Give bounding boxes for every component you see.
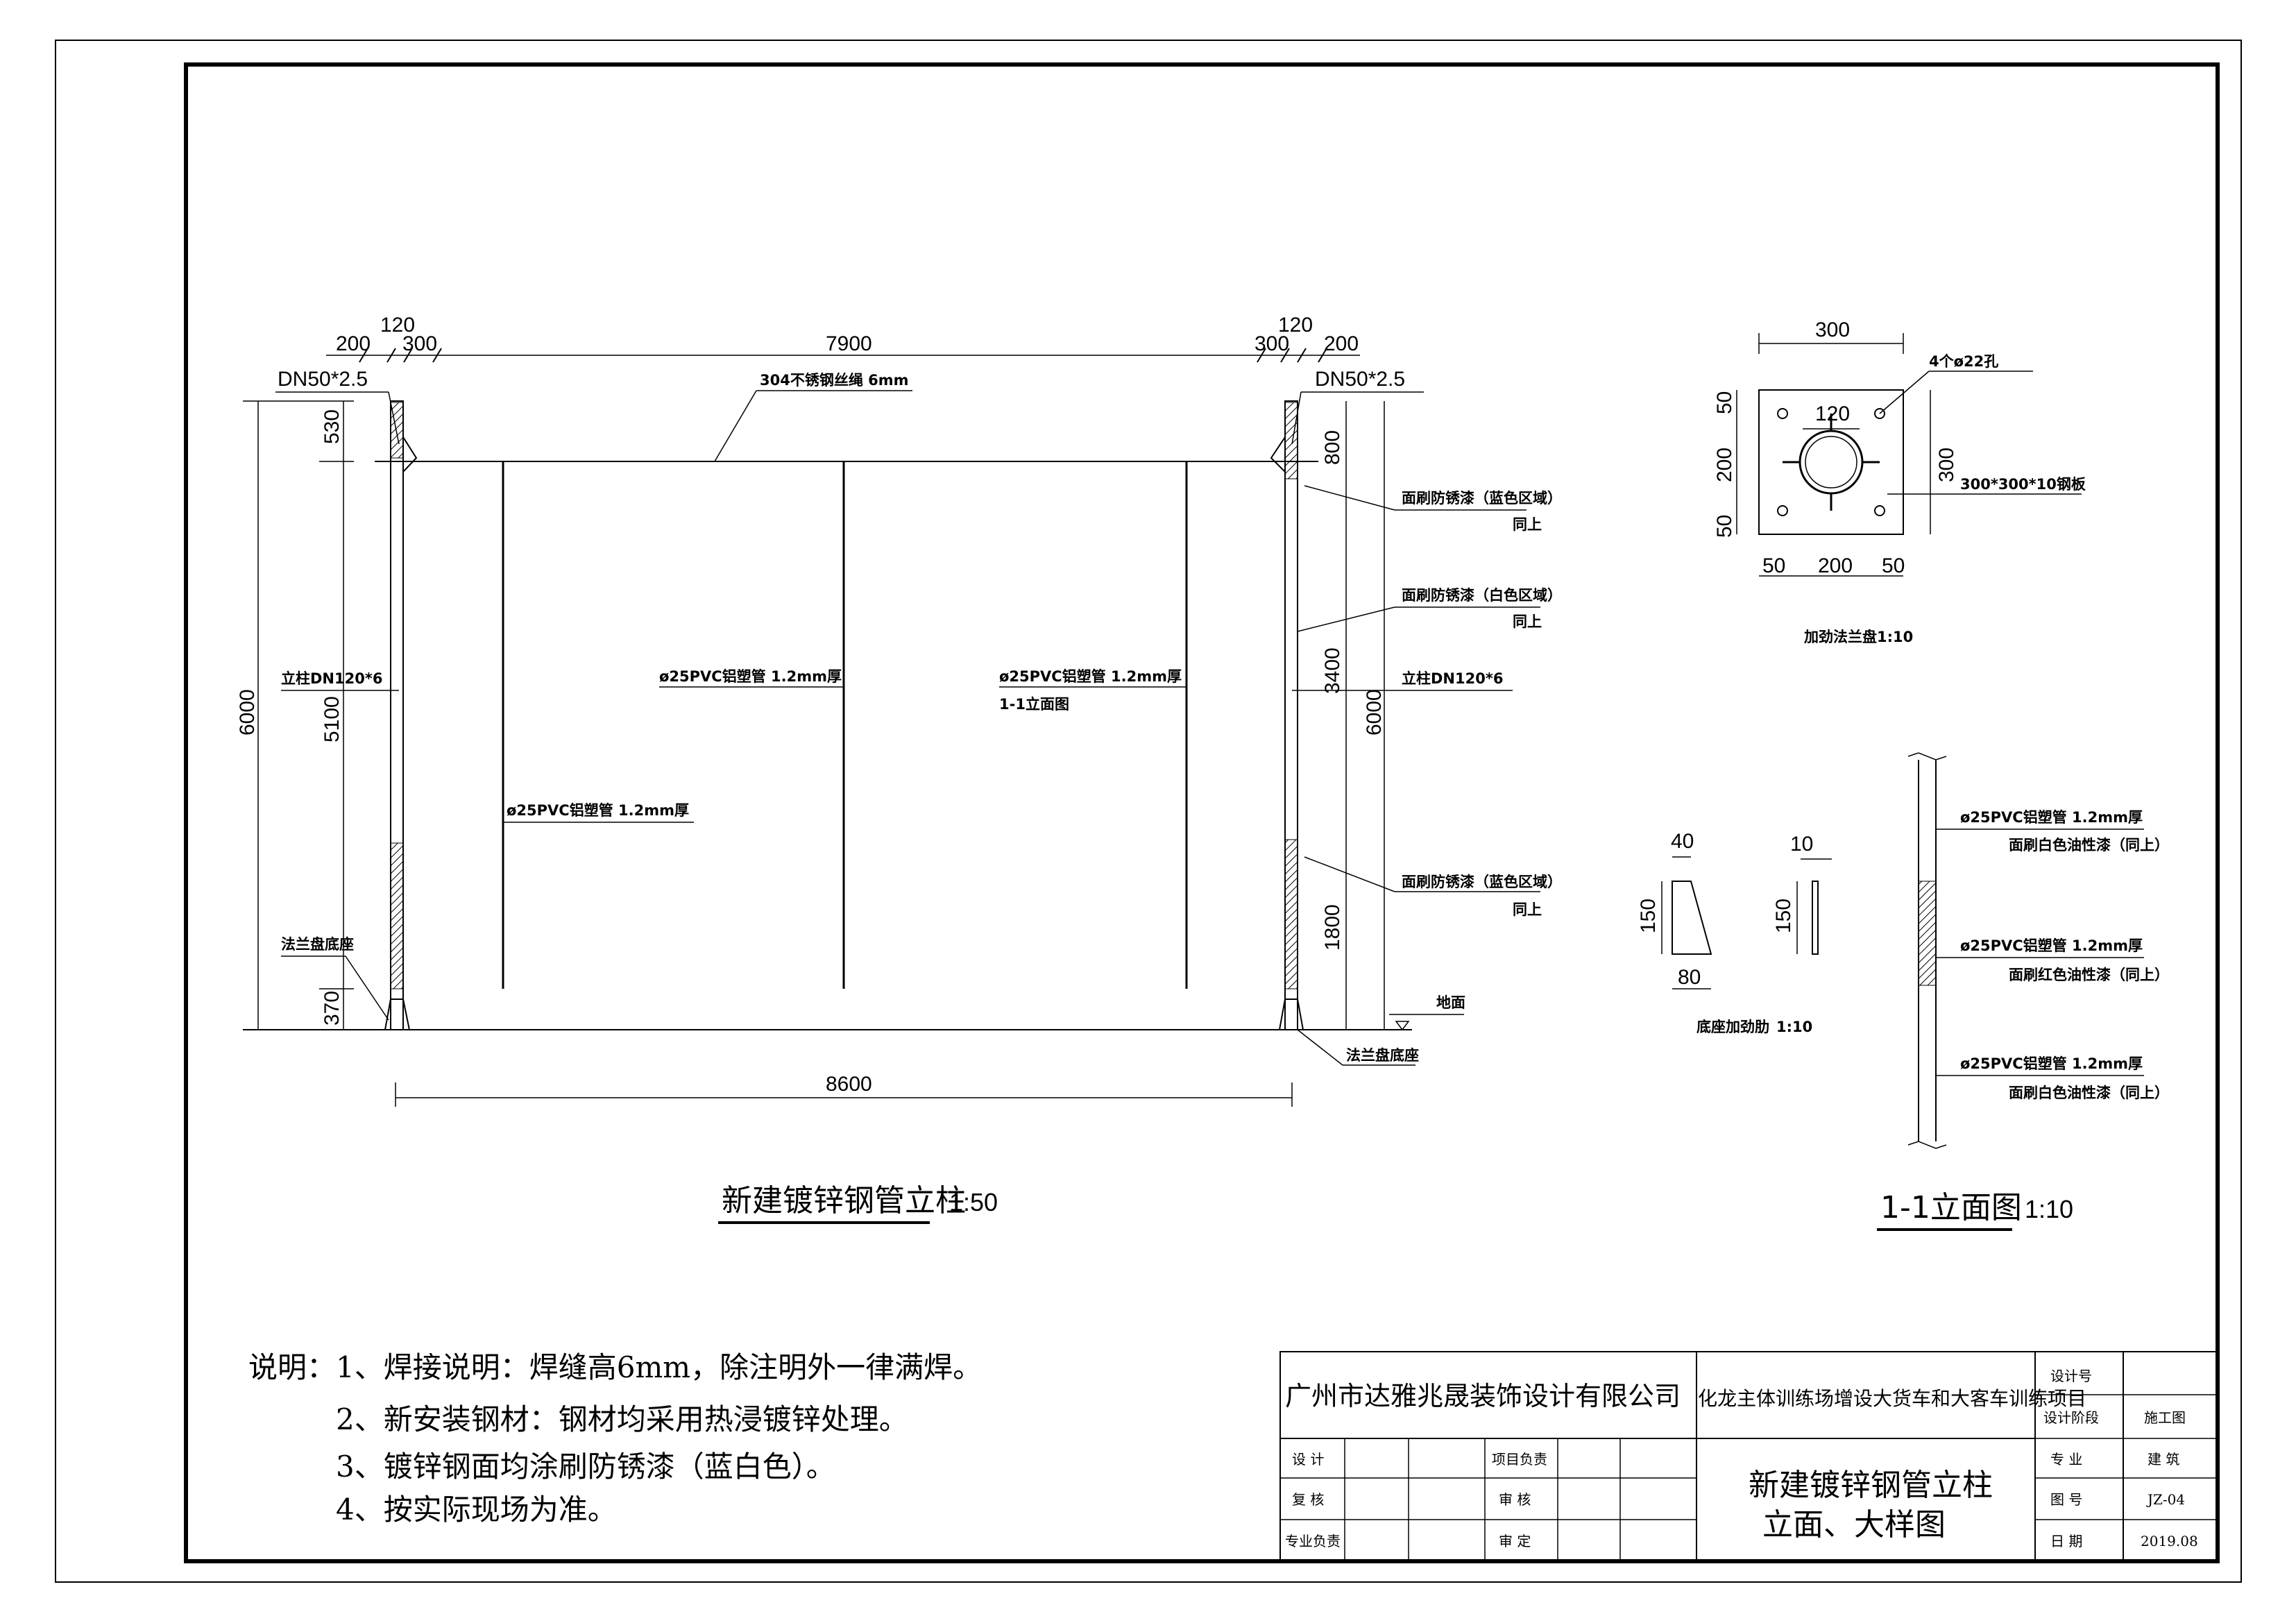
tb-meta-value-2: 施工图 — [2144, 1409, 2186, 1426]
flange-dim-right: 300 — [1935, 448, 1958, 482]
label-flange-right: 法兰盘底座 — [1346, 1047, 1419, 1064]
dim-left-3: 370 — [321, 991, 343, 1026]
label-ground: 地面 — [1436, 994, 1465, 1011]
tb-meta-label-5: 日 期 — [2050, 1533, 2082, 1549]
label-pipe-right: DN50*2.5 — [1315, 368, 1405, 391]
section-paint-3: 面刷白色油性漆（同上） — [2009, 1085, 2169, 1101]
flange-dim-bottom-2: 200 — [1818, 554, 1853, 577]
flange-dim-inner: 120 — [1815, 402, 1850, 425]
tb-role2-3: 审 定 — [1499, 1533, 1531, 1549]
rib-dim-bottom: 80 — [1678, 966, 1701, 989]
flange-dim-left-1: 50 — [1713, 391, 1736, 414]
label-post-right: 立柱DN120*6 — [1402, 670, 1503, 687]
section-scale: 1:10 — [2025, 1195, 2073, 1223]
tb-role-3: 专业负责 — [1285, 1533, 1341, 1549]
note-3: 3、镀锌钢面均涂刷防锈漆（蓝白色）。 — [336, 1450, 835, 1484]
tb-meta-label-4: 图 号 — [2050, 1491, 2082, 1508]
flange-scale: 1:10 — [1877, 629, 1913, 645]
label-paint-2-sub: 同上 — [1513, 613, 1542, 630]
rib-dim-h-b: 150 — [1772, 899, 1795, 933]
tb-project: 化龙主体训练场增设大货车和大客车训练项目 — [1698, 1387, 2086, 1410]
rib-dim-h-a: 150 — [1637, 899, 1660, 933]
label-pipe-left: DN50*2.5 — [278, 368, 368, 391]
main-elevation: 200 120 300 7900 300 120 200 8600 6000 5… — [236, 314, 1562, 1224]
tb-company: 广州市达雅兆晟装饰设计有限公司 — [1285, 1381, 1681, 1411]
dim-left-1: 530 — [321, 409, 343, 444]
notes-heading: 说明： — [248, 1350, 336, 1384]
tb-meta-value-4: JZ-04 — [2146, 1491, 2185, 1508]
note-1: 1、焊接说明：焊缝高6mm，除注明外一律满焊。 — [336, 1350, 982, 1384]
dim-right-3: 1800 — [1321, 904, 1344, 951]
main-title: 新建镀锌钢管立柱 — [722, 1183, 966, 1218]
label-pvc-b: ø25PVC铝塑管 1.2mm厚 — [999, 668, 1182, 685]
rib-dim-top-a: 40 — [1671, 830, 1694, 853]
dim-left-total: 6000 — [236, 689, 259, 736]
dim-top-1: 200 — [336, 332, 371, 355]
label-paint-3-sub: 同上 — [1513, 901, 1542, 918]
section-pipe-2: ø25PVC铝塑管 1.2mm厚 — [1960, 937, 2143, 954]
label-paint-3: 面刷防锈漆（蓝色区域） — [1402, 874, 1562, 890]
dim-bottom: 8600 — [826, 1073, 872, 1096]
tb-meta-label-1: 设计号 — [2050, 1368, 2092, 1384]
dim-top-5: 300 — [1255, 332, 1289, 355]
note-4: 4、按实际现场为准。 — [336, 1493, 617, 1527]
inner-border — [184, 62, 2220, 1563]
rib-caption: 底座加劲肋 — [1697, 1019, 1769, 1035]
label-paint-1: 面刷防锈漆（蓝色区域） — [1402, 490, 1562, 507]
notes: 说明： 1、焊接说明：焊缝高6mm，除注明外一律满焊。 2、新安装钢材：钢材均采… — [248, 1350, 982, 1527]
section-paint-1: 面刷白色油性漆（同上） — [2009, 837, 2169, 853]
main-scale: 1:50 — [949, 1188, 998, 1216]
tb-role-1: 设 计 — [1292, 1451, 1324, 1468]
tb-meta-label-3: 专 业 — [2050, 1451, 2082, 1468]
flange-dim-left-3: 50 — [1713, 515, 1736, 538]
label-pvc-a: ø25PVC铝塑管 1.2mm厚 — [659, 668, 842, 685]
title-block: 广州市达雅兆晟装饰设计有限公司 化龙主体训练场增设大货车和大客车训练项目 新建镀… — [1279, 1351, 2218, 1562]
dim-top-7: 200 — [1324, 332, 1359, 355]
tb-meta-label-2: 设计阶段 — [2043, 1409, 2099, 1426]
section-paint-2: 面刷红色油性漆（同上） — [2009, 967, 2169, 983]
section-pipe-1: ø25PVC铝塑管 1.2mm厚 — [1960, 809, 2143, 826]
label-paint-2: 面刷防锈漆（白色区域） — [1402, 587, 1562, 604]
tb-meta-value-5: 2019.08 — [2141, 1533, 2198, 1549]
dim-top-4: 7900 — [826, 332, 872, 355]
tb-drawing-name-2: 立面、大样图 — [1762, 1507, 1946, 1543]
rib-detail: 40 10 150 150 80 底座加劲肋 1:10 — [1637, 830, 1832, 1035]
label-flange-left: 法兰盘底座 — [281, 936, 354, 953]
tb-role2-1: 项目负责 — [1492, 1451, 1547, 1468]
dim-right-total: 6000 — [1363, 689, 1386, 736]
tb-drawing-name-1: 新建镀锌钢管立柱 — [1749, 1468, 1993, 1503]
rib-scale: 1:10 — [1776, 1019, 1812, 1035]
flange-caption: 加劲法兰盘 — [1803, 629, 1877, 645]
flange-plate-label: 300*300*10钢板 — [1960, 476, 2086, 493]
flange-dim-top: 300 — [1815, 318, 1850, 341]
section-1-1: ø25PVC铝塑管 1.2mm厚 面刷白色油性漆（同上） ø25PVC铝塑管 1… — [1877, 752, 2169, 1231]
dim-right-1: 800 — [1321, 430, 1344, 465]
section-pipe-3: ø25PVC铝塑管 1.2mm厚 — [1960, 1055, 2143, 1072]
label-section-ref: 1-1立面图 — [999, 696, 1069, 713]
outer-border — [55, 40, 2242, 1583]
dim-top-6: 120 — [1278, 314, 1313, 337]
flange-dim-bottom-1: 50 — [1762, 554, 1785, 577]
rib-dim-top-b: 10 — [1790, 833, 1813, 856]
flange-hole-label: 4个ø22孔 — [1929, 353, 1998, 370]
tb-role-2: 复 核 — [1292, 1491, 1324, 1508]
flange-dim-left-2: 200 — [1713, 448, 1736, 482]
label-pvc-c: ø25PVC铝塑管 1.2mm厚 — [507, 802, 689, 819]
flange-dim-bottom-3: 50 — [1882, 554, 1905, 577]
flange-detail: 300 120 50 200 50 300 50 200 50 4个ø22孔 3… — [1713, 318, 2086, 645]
label-post-left: 立柱DN120*6 — [281, 670, 382, 687]
tb-meta-value-3: 建 筑 — [2148, 1451, 2179, 1468]
label-wire: 304不锈钢丝绳 6mm — [760, 372, 909, 389]
dim-top-3: 300 — [402, 332, 437, 355]
dim-left-2: 5100 — [321, 696, 343, 742]
tb-role2-2: 审 核 — [1499, 1491, 1531, 1508]
label-paint-1-sub: 同上 — [1513, 516, 1542, 533]
note-2: 2、新安装钢材：钢材均采用热浸镀锌处理。 — [336, 1402, 908, 1436]
section-title: 1-1立面图 — [1880, 1190, 2022, 1225]
dim-right-2: 3400 — [1321, 647, 1344, 694]
dim-top-2: 120 — [380, 314, 415, 337]
